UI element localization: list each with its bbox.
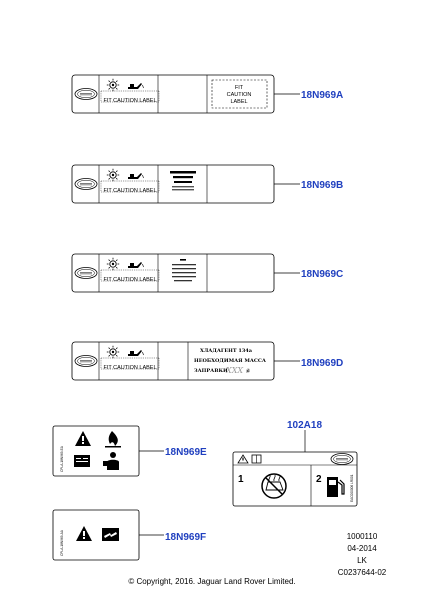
ru-line-3-suffix: ±	[246, 368, 250, 374]
code-18n969e: CPLA-18N969-EA	[60, 445, 64, 472]
box-text-line: CAUTION	[227, 92, 252, 98]
land-rover-logo-icon	[74, 88, 98, 100]
label-18n969a: FIT CAUTION LABEL FIT CAUTION LABEL 18N9…	[71, 74, 343, 114]
drawing-date: 04-2014	[347, 544, 377, 553]
ru-line-2: НЕОБХОДИМАЯ МАССА	[194, 358, 267, 364]
manual-icon	[102, 528, 119, 541]
label-18n969b: FIT CAUTION LABEL 18N969B	[71, 164, 343, 204]
land-rover-logo-icon	[74, 178, 98, 190]
fit-caution-caption: FIT CAUTION LABEL	[103, 365, 156, 371]
step-number-1: 1	[238, 474, 244, 485]
box-text-line: FIT	[235, 85, 244, 91]
warning-triangle-icon	[237, 454, 249, 464]
label-18n969d: FIT CAUTION LABEL ХЛАДАГЕНТ 134a НЕОБХОД…	[71, 341, 343, 381]
label-18n969f: CPLA-18N969-AA 18N969F	[52, 509, 206, 561]
code-18n969f: CPLA-18N969-AA	[60, 529, 64, 556]
ru-handwritten: XXX г	[225, 366, 250, 375]
land-rover-logo-icon	[74, 267, 98, 279]
label-18n969e: CPLA-18N969-EA 18N969E	[52, 425, 207, 477]
fit-caution-caption: FIT CAUTION LABEL	[103, 98, 156, 104]
ref-18n969c: 18N969C	[301, 269, 343, 280]
fit-caution-caption: FIT CAUTION LABEL	[103, 188, 156, 194]
ref-18n969d: 18N969D	[301, 358, 343, 369]
drawing-lk: LK	[357, 556, 367, 565]
fit-caution-caption: FIT CAUTION LABEL	[103, 277, 156, 283]
manual-icon	[74, 455, 90, 467]
no-engine-heat-icon	[261, 473, 287, 499]
ref-18n969b: 18N969B	[301, 180, 343, 191]
land-rover-logo-icon	[330, 453, 354, 465]
ref-102a18: 102A18	[287, 420, 322, 431]
land-rover-logo-icon	[74, 355, 98, 367]
fuel-pump-icon	[327, 477, 345, 497]
step-number-2: 2	[316, 474, 322, 485]
flame-icon	[108, 431, 118, 446]
drawing-number: 1000110	[346, 532, 378, 541]
drawing-code: C0237644-02	[337, 568, 387, 577]
copyright: © Copyright, 2016. Jaguar Land Rover Lim…	[128, 577, 296, 586]
box-text-line: LABEL	[230, 99, 247, 105]
chinese-text-block	[170, 171, 196, 191]
ref-18n969a: 18N969A	[301, 90, 343, 101]
person-icon	[103, 452, 119, 470]
label-18n969c: FIT CAUTION LABEL 18N969C	[71, 253, 343, 293]
ru-line-1: ХЛАДАГЕНТ 134a	[200, 348, 253, 354]
ref-18n969f: 18N969F	[165, 532, 206, 543]
label-102a18: 102A18 1 2 EAC000006 LR001	[232, 420, 358, 507]
ru-line-3: ЗАПРАВКИ	[194, 368, 228, 374]
ref-18n969e: 18N969E	[165, 447, 207, 458]
code-102a18: EAC000006 LR001	[350, 474, 354, 502]
japanese-text-block	[172, 259, 196, 282]
